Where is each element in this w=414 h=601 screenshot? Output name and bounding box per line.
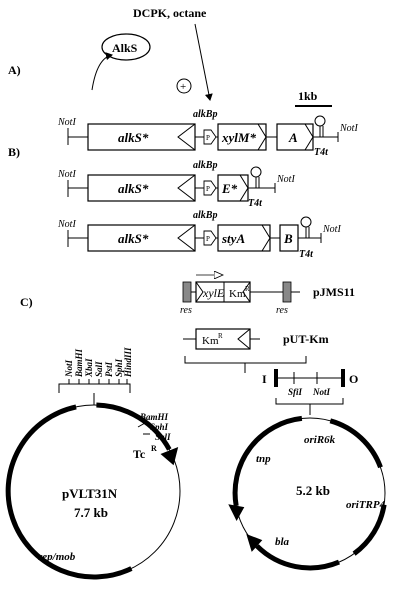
res-left: res [180, 305, 192, 316]
rep-mob-label: rep/mob [38, 551, 76, 563]
inducer-label: DCPK, octane [133, 6, 207, 20]
alks-gene: alkS* [118, 130, 149, 145]
noti-label-left: NotI [57, 117, 76, 128]
ori-r6k-label: oriR6k [304, 434, 336, 446]
p-box: P [206, 134, 210, 142]
tcr-label-sup: R [151, 444, 157, 453]
mcs-site-2: BamHI [74, 348, 84, 378]
alks-protein: AlkS [101, 33, 151, 61]
activation-arrow [91, 52, 113, 91]
terminator-label: T4t [248, 198, 263, 209]
gene-b: B [283, 231, 293, 246]
alks-gene: alkS* [118, 231, 149, 246]
ori-trp4-label: oriTRP4 [346, 499, 386, 511]
pvlt31n-name: pVLT31N [62, 486, 118, 501]
inducer-arrow [194, 23, 213, 101]
put-km-name: pUT-Km [283, 332, 329, 346]
terminator-label: T4t [299, 249, 314, 260]
stya-gene: styA [221, 231, 245, 246]
tcr-label: Tc [133, 447, 146, 461]
ori-r6k-arc [329, 418, 383, 469]
promoter-label: alkBp [193, 109, 217, 120]
mcs-site-7: HindIII [123, 347, 133, 378]
alks-gene: alkS* [118, 181, 149, 196]
put-km-cassette: Km R pUT-Km [183, 328, 329, 373]
mcs-site-6: SphI [114, 358, 124, 377]
rep-mob-arc [5, 404, 133, 580]
o-end-label: O [349, 372, 358, 386]
tnp-label: tnp [256, 453, 271, 465]
mcs-tick-marks [68, 379, 128, 384]
construct-row-1: NotI alkS* alkBp P xylM* A T4t NotI [57, 109, 358, 158]
tcr-gene-arc [96, 402, 172, 451]
tcr-gene-arrowhead [160, 447, 179, 466]
km-marker-sup: R [218, 332, 223, 340]
sphi-site: SphI [150, 422, 169, 432]
scale-bar: 1kb [295, 89, 332, 107]
noti-site: NotI [312, 387, 331, 397]
noti-label-left: NotI [57, 219, 76, 230]
panel-label-b: B) [8, 145, 20, 159]
pjms11-name: pJMS11 [313, 285, 355, 299]
noti-label-left: NotI [57, 169, 76, 180]
bamhi-site: BamHI [139, 412, 169, 422]
e-gene: E* [221, 181, 238, 196]
p-box: P [206, 185, 210, 193]
mcs-site-1: NotI [64, 360, 74, 379]
mcs-site-5: PstI [104, 361, 114, 377]
i-end-label: I [262, 372, 267, 386]
p-box: P [206, 235, 210, 243]
plus-sign: + [176, 78, 192, 94]
xylm-gene: xylM* [221, 130, 256, 145]
bla-label: bla [275, 536, 290, 548]
construct-row-2: NotI alkS* alkBp P E* T4t NotI [57, 160, 295, 209]
km-marker-sup: R [245, 285, 250, 293]
sfii-site: SfiI [288, 387, 303, 397]
bla-arrowhead [246, 534, 263, 552]
xyle-gene: xylE [202, 286, 225, 300]
construct-row-3: NotI alkS* alkBp P styA B T4t NotI [57, 210, 341, 260]
mini-transposon-plasmid: I O SfiI NotI oriR6k tnp 5.2 kb oriTRP4 … [228, 369, 387, 571]
panel-label-c: C) [20, 295, 33, 309]
mini-size: 5.2 kb [296, 483, 330, 498]
noti-label-right: NotI [276, 174, 295, 185]
pjms11-cassette: xylE Km R res res pJMS11 [180, 275, 355, 316]
ori-trp4-arc [352, 504, 387, 556]
km-marker: Km [229, 288, 246, 300]
alks-protein-label: AlkS [112, 41, 138, 55]
tnp-arrowhead [228, 504, 245, 521]
promoter-label: alkBp [193, 210, 217, 221]
mcs-site-3: XbaI [84, 358, 94, 378]
promoter-label: alkBp [193, 160, 217, 171]
pvlt31n-size: 7.7 kb [74, 505, 108, 520]
noti-label-right: NotI [339, 123, 358, 134]
km-marker: Km [202, 335, 219, 347]
bla-arc [255, 544, 340, 571]
mcs-site-4: SalI [94, 361, 104, 377]
noti-label-right: NotI [322, 224, 341, 235]
panel-label-a: A) [8, 63, 21, 77]
gene-a: A [288, 130, 298, 145]
scale-bar-label: 1kb [298, 89, 318, 103]
res-right: res [276, 305, 288, 316]
terminator-label: T4t [314, 147, 329, 158]
pvlt31n-plasmid: NotI BamHI XbaI SalI PstI SphI HindIII B… [5, 347, 181, 580]
plus-label: + [180, 81, 186, 93]
tnp-arc [232, 415, 303, 507]
